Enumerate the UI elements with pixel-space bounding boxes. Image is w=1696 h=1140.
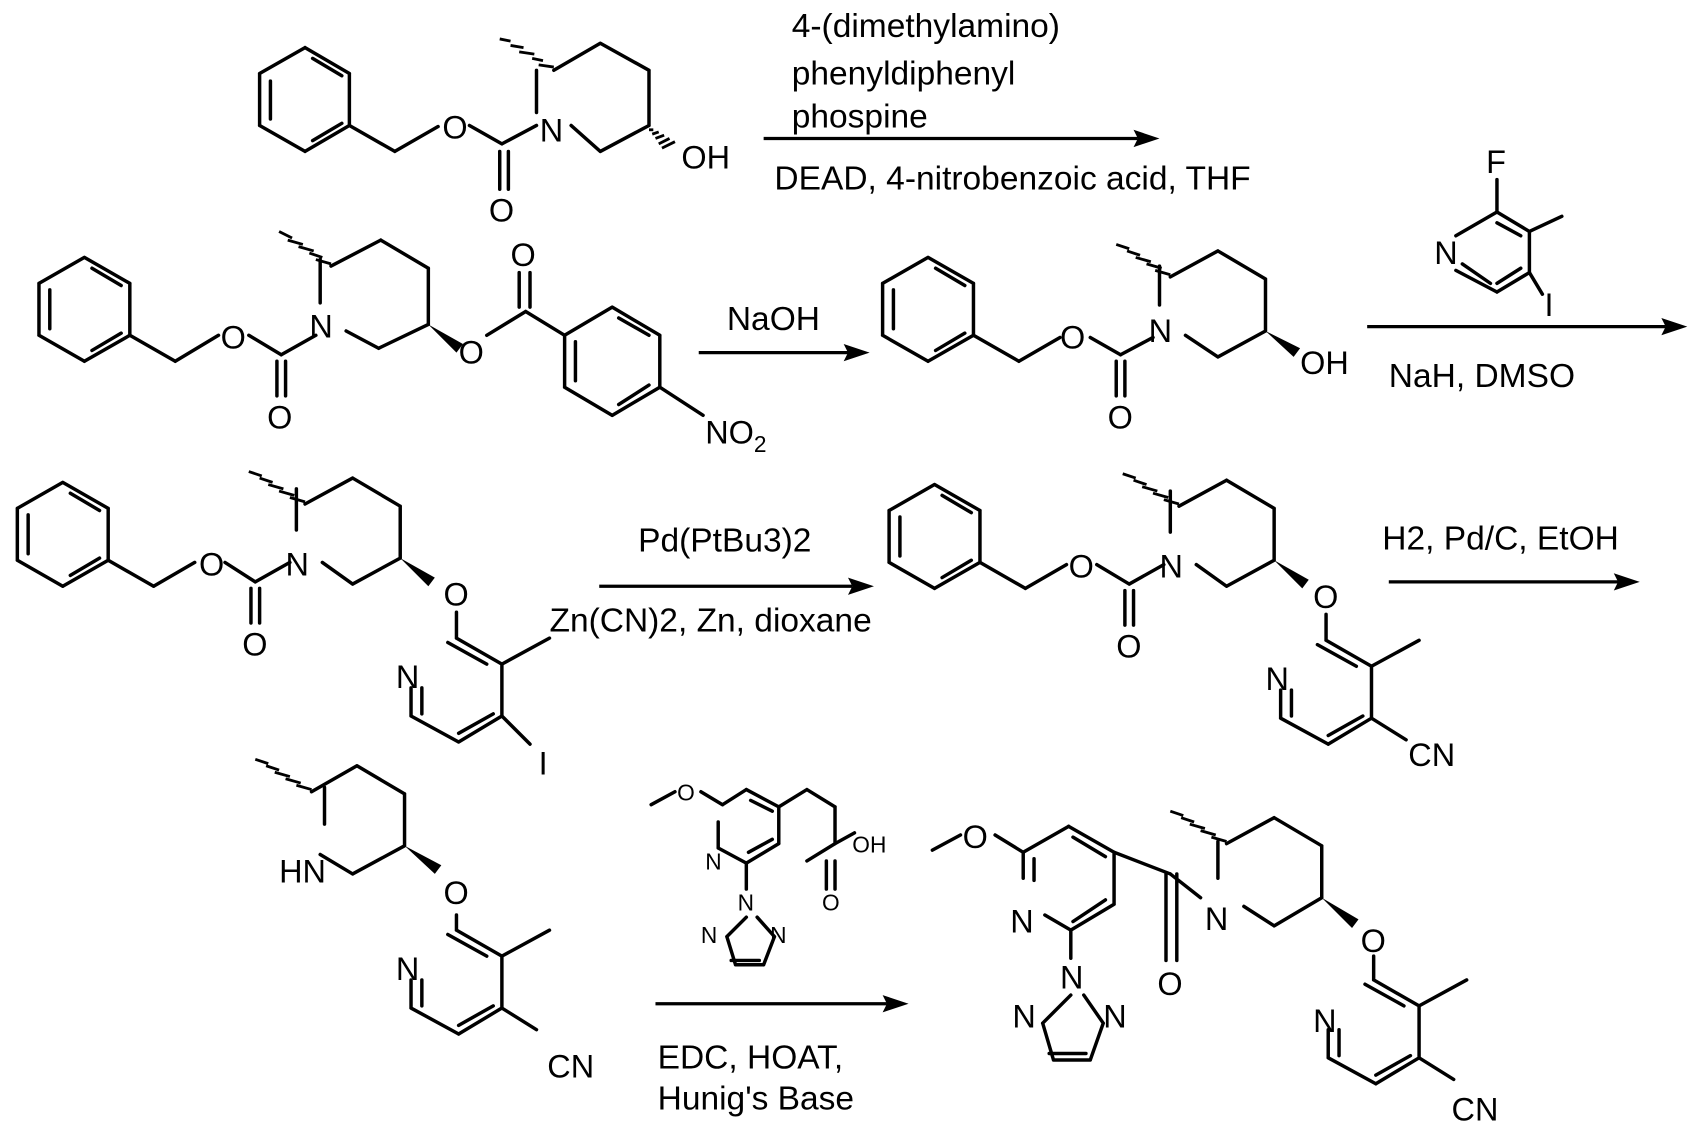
- reagent-step3: NaH, DMSO: [1389, 358, 1575, 395]
- atom-o-ether: O: [1313, 579, 1338, 615]
- atom-n-piperidine: N: [1159, 549, 1182, 585]
- reagent-step1-line1: 4-(dimethylamino): [792, 8, 1060, 45]
- atom-o-ether: O: [443, 875, 468, 911]
- atom-cn: CN: [1452, 1092, 1499, 1128]
- atom-o-benzoate: O: [459, 334, 484, 370]
- atom-n-piperidine: N: [540, 113, 563, 149]
- atom-o-methoxy: O: [677, 779, 695, 805]
- atom-o-carbonyl: O: [489, 193, 514, 229]
- atom-n-triazole-3: N: [1103, 999, 1126, 1035]
- reaction-arrow-6: O N OH O N N N EDC, HOAT, Hunig's Base: [651, 779, 908, 1117]
- reagent-step5: H2, Pd/C, EtOH: [1382, 520, 1619, 557]
- atom-o-ester: O: [199, 546, 224, 582]
- fluoro-iodo-pyridine-reagent: F N I: [1434, 144, 1562, 323]
- atom-o-amide: O: [1157, 966, 1182, 1002]
- reaction-arrow-3: F N I NaH, DMSO: [1367, 144, 1687, 395]
- atom-n-triazole-3: N: [770, 922, 786, 948]
- reaction-arrow-1: 4-(dimethylamino) phenyldiphenyl phospin…: [764, 8, 1251, 198]
- atom-o-benzoate-carbonyl: O: [511, 237, 536, 273]
- atom-n-triazole-1: N: [1060, 960, 1083, 996]
- atom-n-triazole-2: N: [1012, 999, 1035, 1035]
- atom-o-ether: O: [1361, 923, 1386, 959]
- compound-5-structure: O O N O N CN: [889, 474, 1455, 773]
- atom-o-ester: O: [442, 109, 467, 145]
- atom-n-pyridine: N: [396, 659, 419, 695]
- atom-n-pyridine: N: [1010, 903, 1033, 939]
- atom-n-pyridine: N: [705, 849, 721, 875]
- compound-2-structure: O O N O O NO2: [39, 231, 767, 457]
- nitro-group-label: NO2: [705, 414, 766, 457]
- reaction-arrow-2: NaOH: [699, 301, 870, 361]
- atom-n-triazole-1: N: [738, 890, 754, 916]
- reaction-arrow-4: Pd(PtBu3)2 Zn(CN)2, Zn, dioxane: [549, 523, 873, 640]
- atom-n-piperidine: N: [1205, 901, 1228, 937]
- reagent-step4-line2: Zn(CN)2, Zn, dioxane: [549, 603, 871, 640]
- atom-o-acid-carbonyl: O: [822, 890, 840, 916]
- atom-i: I: [1545, 287, 1554, 323]
- atom-n-triazole-2: N: [701, 922, 717, 948]
- reagent-step1-line4: DEAD, 4-nitrobenzoic acid, THF: [774, 160, 1250, 197]
- compound-3-structure: O O N OH: [883, 244, 1349, 435]
- compound-7-structure: O N O N O N N N N CN: [932, 811, 1498, 1127]
- atom-oh: OH: [852, 831, 886, 857]
- atom-n-pyridine: N: [396, 951, 419, 987]
- atom-o-methoxy: O: [963, 819, 988, 855]
- atom-o-carbonyl: O: [1108, 399, 1133, 435]
- compound-4-structure: O O N O N I: [17, 472, 549, 782]
- atom-o-carbonyl: O: [267, 399, 292, 435]
- atom-o-carbonyl: O: [1116, 629, 1141, 665]
- atom-oh: OH: [1300, 345, 1349, 381]
- atom-n-pyridine-2: N: [1313, 1003, 1336, 1039]
- reagent-step1-line3: phospine: [792, 99, 928, 136]
- reagent-step6-line2: Hunig's Base: [658, 1081, 854, 1118]
- atom-n-pyridine: N: [1434, 235, 1457, 271]
- compound-1-structure: O O N OH: [260, 39, 730, 229]
- atom-o-ether: O: [443, 577, 468, 613]
- atom-o-ester: O: [221, 319, 246, 355]
- triazolylpyridine-acid-reagent: O N OH O N N N: [651, 779, 886, 964]
- reagent-step2: NaOH: [727, 301, 820, 338]
- atom-n-piperidine: N: [309, 308, 332, 344]
- reaction-arrow-5: H2, Pd/C, EtOH: [1382, 520, 1639, 590]
- atom-o-ester: O: [1060, 319, 1085, 355]
- atom-n-pyridine: N: [1265, 661, 1288, 697]
- reagent-step4-line1: Pd(PtBu3)2: [638, 523, 811, 560]
- atom-n-piperidine: N: [1149, 313, 1172, 349]
- reagent-step6-line1: EDC, HOAT,: [658, 1040, 844, 1077]
- atom-f: F: [1486, 144, 1506, 180]
- atom-o-ester: O: [1069, 549, 1094, 585]
- reagent-step1-line2: phenyldiphenyl: [792, 55, 1016, 92]
- atom-o-carbonyl: O: [242, 626, 267, 662]
- atom-hn: HN: [279, 854, 326, 890]
- atom-cn: CN: [547, 1048, 594, 1084]
- atom-oh: OH: [681, 140, 730, 176]
- atom-i: I: [539, 745, 548, 781]
- atom-cn: CN: [1408, 737, 1455, 773]
- atom-n-piperidine: N: [286, 546, 309, 582]
- compound-6-structure: HN O N CN: [255, 759, 594, 1084]
